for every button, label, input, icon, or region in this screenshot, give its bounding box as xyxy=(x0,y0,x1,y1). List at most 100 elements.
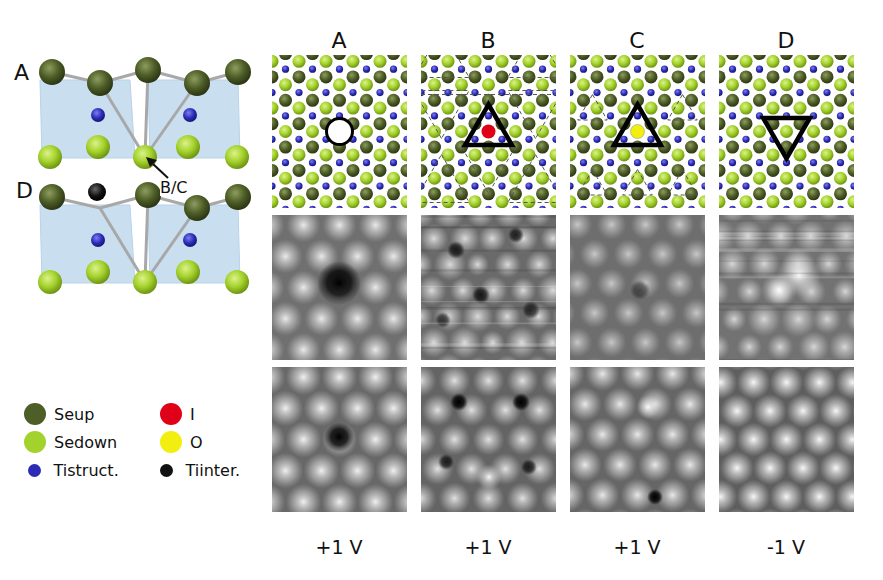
se-up-atom xyxy=(387,141,400,154)
bias-label: -1 V xyxy=(767,538,805,557)
stm-blob xyxy=(377,239,408,273)
stm-blob xyxy=(836,367,855,399)
se-down-atom xyxy=(360,172,373,185)
dashed-triangle xyxy=(421,55,469,78)
se-down-atom xyxy=(672,148,685,161)
se-up-atom xyxy=(401,164,408,177)
bias-label: +1 V xyxy=(613,538,660,557)
ti-atom xyxy=(431,206,438,208)
structure-label: B/C xyxy=(160,180,188,196)
ti-atom xyxy=(823,182,830,189)
se-down-atom xyxy=(86,135,110,159)
scan-streak xyxy=(719,309,854,311)
ti-atom xyxy=(282,206,289,208)
stm-blob xyxy=(699,327,706,357)
ti-atom xyxy=(390,159,397,166)
se-down-atom xyxy=(387,172,400,185)
stm-blob xyxy=(570,357,576,360)
stm-blob xyxy=(665,215,695,240)
se-down-atom xyxy=(740,148,753,161)
stm-blob xyxy=(421,327,449,358)
se-down-atom xyxy=(631,78,644,91)
dashed-line xyxy=(421,94,556,95)
se-down-atom xyxy=(360,125,373,138)
stm-blob xyxy=(540,225,556,251)
se-down-atom xyxy=(658,125,671,138)
scan-streak xyxy=(421,215,556,217)
se-up-atom xyxy=(807,141,820,154)
scan-streak xyxy=(719,273,854,275)
se-up-atom xyxy=(821,70,834,83)
scan-streak xyxy=(719,359,854,360)
se-down-atom xyxy=(387,125,400,138)
site-triangle xyxy=(763,118,810,159)
stm-blob xyxy=(422,394,454,426)
ti-atom xyxy=(183,108,197,122)
scan-streak xyxy=(719,233,854,234)
se-up-atom xyxy=(387,187,400,200)
se-down-atom xyxy=(320,148,333,161)
bias-label: +1 V xyxy=(464,538,511,557)
stm-blob xyxy=(467,357,491,360)
stm-blob xyxy=(731,220,764,253)
se-down-atom xyxy=(374,55,387,68)
se-down-atom xyxy=(225,270,249,294)
se-down-atom xyxy=(807,78,820,91)
stm-blob xyxy=(422,453,454,485)
se-down-atom xyxy=(455,78,468,91)
se-up-atom xyxy=(482,187,495,200)
site-triangle xyxy=(465,105,512,146)
se-up-atom xyxy=(374,164,387,177)
ti-atom xyxy=(282,66,289,73)
se-up-atom xyxy=(753,141,766,154)
stm-blob xyxy=(699,215,706,240)
ti-atom xyxy=(620,136,627,143)
ti-atom xyxy=(336,159,343,166)
se-up-atom xyxy=(360,187,373,200)
se-down-atom xyxy=(685,78,698,91)
ti-atom xyxy=(647,89,654,96)
se-up-atom xyxy=(442,164,455,177)
se-up-atom xyxy=(421,70,428,83)
ti-atom xyxy=(701,136,705,143)
scan-streak xyxy=(421,226,556,228)
ti-atom xyxy=(607,112,614,119)
ti-atom xyxy=(674,136,681,143)
se-up-atom xyxy=(428,187,441,200)
stm-blob xyxy=(699,269,706,299)
legend-swatch xyxy=(28,464,41,477)
legend-swatch xyxy=(160,464,173,477)
stm-blob xyxy=(753,394,787,428)
se-down-atom xyxy=(570,55,577,68)
column-label: A xyxy=(331,30,346,52)
se-down-atom xyxy=(699,102,706,115)
se-up-atom xyxy=(469,70,482,83)
stm-blob xyxy=(421,251,433,278)
se-down-atom xyxy=(753,172,766,185)
se-down-atom xyxy=(699,195,706,208)
se-up-atom xyxy=(726,55,739,60)
se-down-atom xyxy=(306,125,319,138)
stm-blob xyxy=(439,482,471,512)
stm-image xyxy=(719,367,854,512)
stm-blob xyxy=(817,215,842,221)
se-down-atom xyxy=(740,102,753,115)
stm-blob xyxy=(272,422,286,458)
stm-blob xyxy=(570,478,585,512)
se-down-atom xyxy=(428,78,441,91)
ti-atom xyxy=(349,182,356,189)
ti-atom xyxy=(634,66,641,73)
stm-blob xyxy=(819,394,853,428)
se-up-atom xyxy=(685,187,698,200)
stm-blob xyxy=(614,239,644,269)
stm-blob xyxy=(466,253,489,276)
bond-rod xyxy=(145,195,148,282)
ti-atom xyxy=(661,66,668,73)
stm-blob xyxy=(832,278,854,304)
ti-atom xyxy=(91,108,105,122)
se-up-atom xyxy=(428,55,441,60)
ti-atom xyxy=(471,182,478,189)
stm-blob xyxy=(648,239,678,269)
stm-blob xyxy=(272,215,285,242)
se-up-atom xyxy=(496,70,509,83)
